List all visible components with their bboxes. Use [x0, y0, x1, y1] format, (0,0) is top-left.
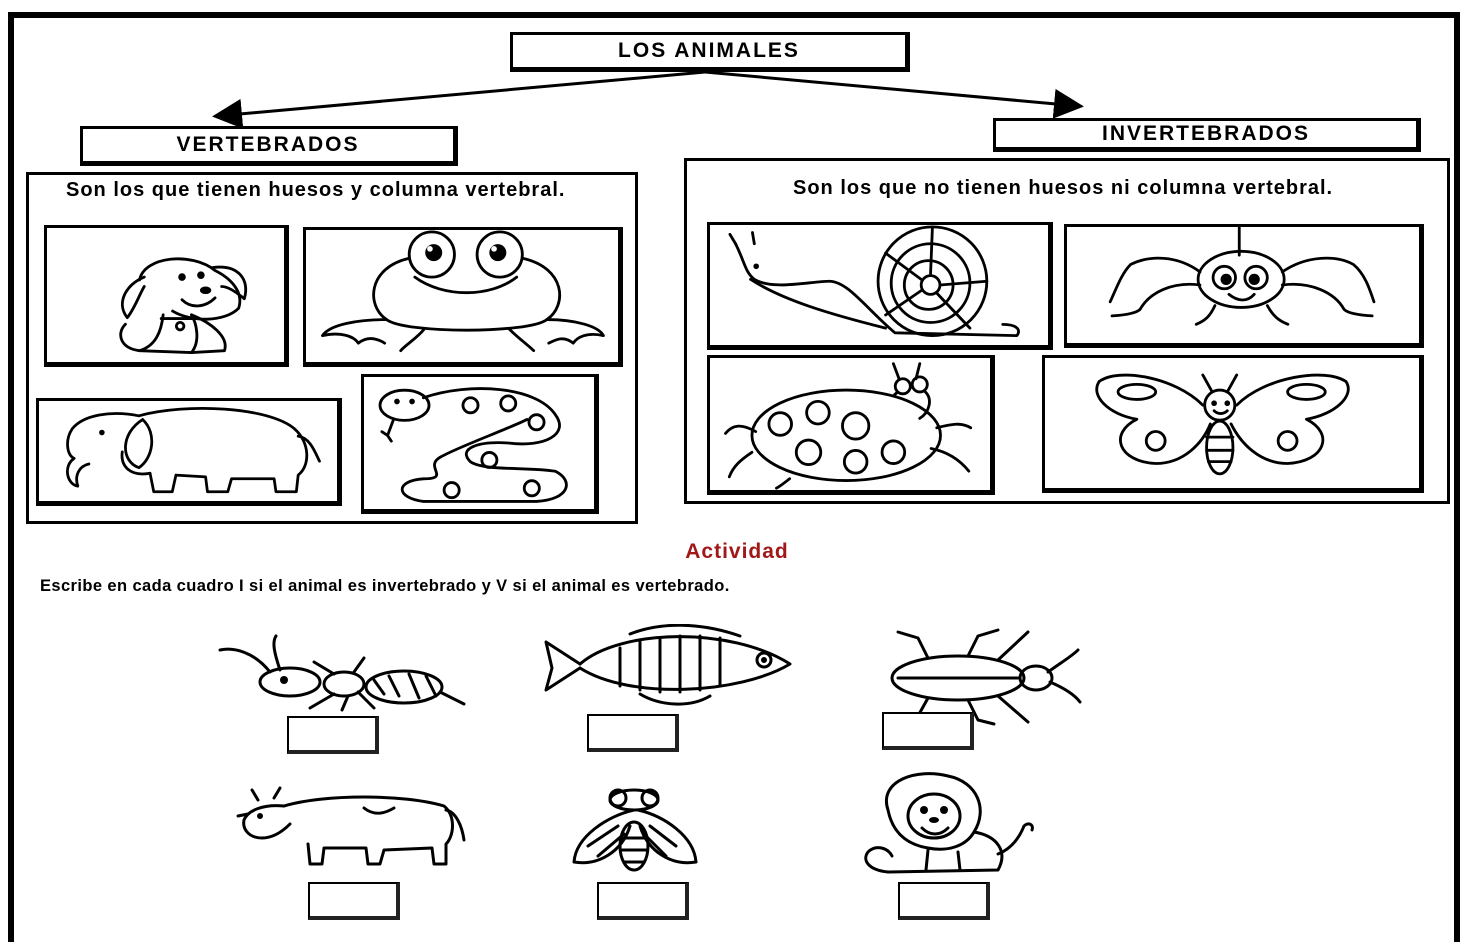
- main-title: LOS ANIMALES: [510, 32, 910, 72]
- elephant-picture: [36, 398, 342, 506]
- ladybug-icon: [724, 362, 973, 490]
- snail-icon: [728, 225, 1020, 338]
- dog-picture: [44, 225, 289, 367]
- ant-picture: [214, 632, 476, 712]
- fly-picture: [568, 786, 702, 874]
- invertebrates-heading: INVERTEBRADOS: [993, 118, 1421, 152]
- vertebrates-description: Son los que tienen huesos y columna vert…: [66, 179, 566, 201]
- fish-picture: [540, 624, 806, 708]
- answer-box-beetle[interactable]: [882, 712, 974, 750]
- dog-icon: [119, 257, 247, 354]
- snail-picture: [707, 222, 1053, 350]
- beetle-icon: [890, 628, 1082, 726]
- cow-picture: [234, 786, 468, 868]
- spider-icon: [1108, 227, 1376, 326]
- lion-icon: [864, 772, 1034, 874]
- butterfly-icon: [1095, 373, 1350, 476]
- ladybug-picture: [707, 355, 995, 495]
- fish-icon: [544, 624, 792, 706]
- snake-icon: [378, 387, 568, 503]
- answer-box-fly[interactable]: [597, 882, 689, 920]
- answer-box-lion[interactable]: [898, 882, 990, 920]
- activity-title: Actividad: [685, 540, 789, 563]
- butterfly-picture: [1042, 355, 1424, 493]
- ant-icon: [218, 634, 466, 712]
- invertebrates-description: Son los que no tienen huesos ni columna …: [793, 177, 1334, 199]
- frog-icon: [321, 230, 605, 353]
- spider-picture: [1064, 224, 1424, 348]
- page-frame: [8, 12, 1460, 942]
- answer-box-cow[interactable]: [308, 882, 400, 920]
- answer-box-ant[interactable]: [287, 716, 379, 754]
- cow-icon: [236, 786, 466, 866]
- frog-picture: [303, 227, 623, 367]
- vertebrates-heading: VERTEBRADOS: [80, 126, 458, 166]
- elephant-icon: [66, 406, 321, 494]
- answer-box-fish[interactable]: [587, 714, 679, 752]
- beetle-picture: [878, 626, 1084, 726]
- snake-picture: [361, 374, 599, 514]
- fly-icon: [572, 788, 698, 872]
- activity-instruction: Escribe en cada cuadro I si el animal es…: [40, 577, 730, 595]
- lion-picture: [848, 770, 1038, 880]
